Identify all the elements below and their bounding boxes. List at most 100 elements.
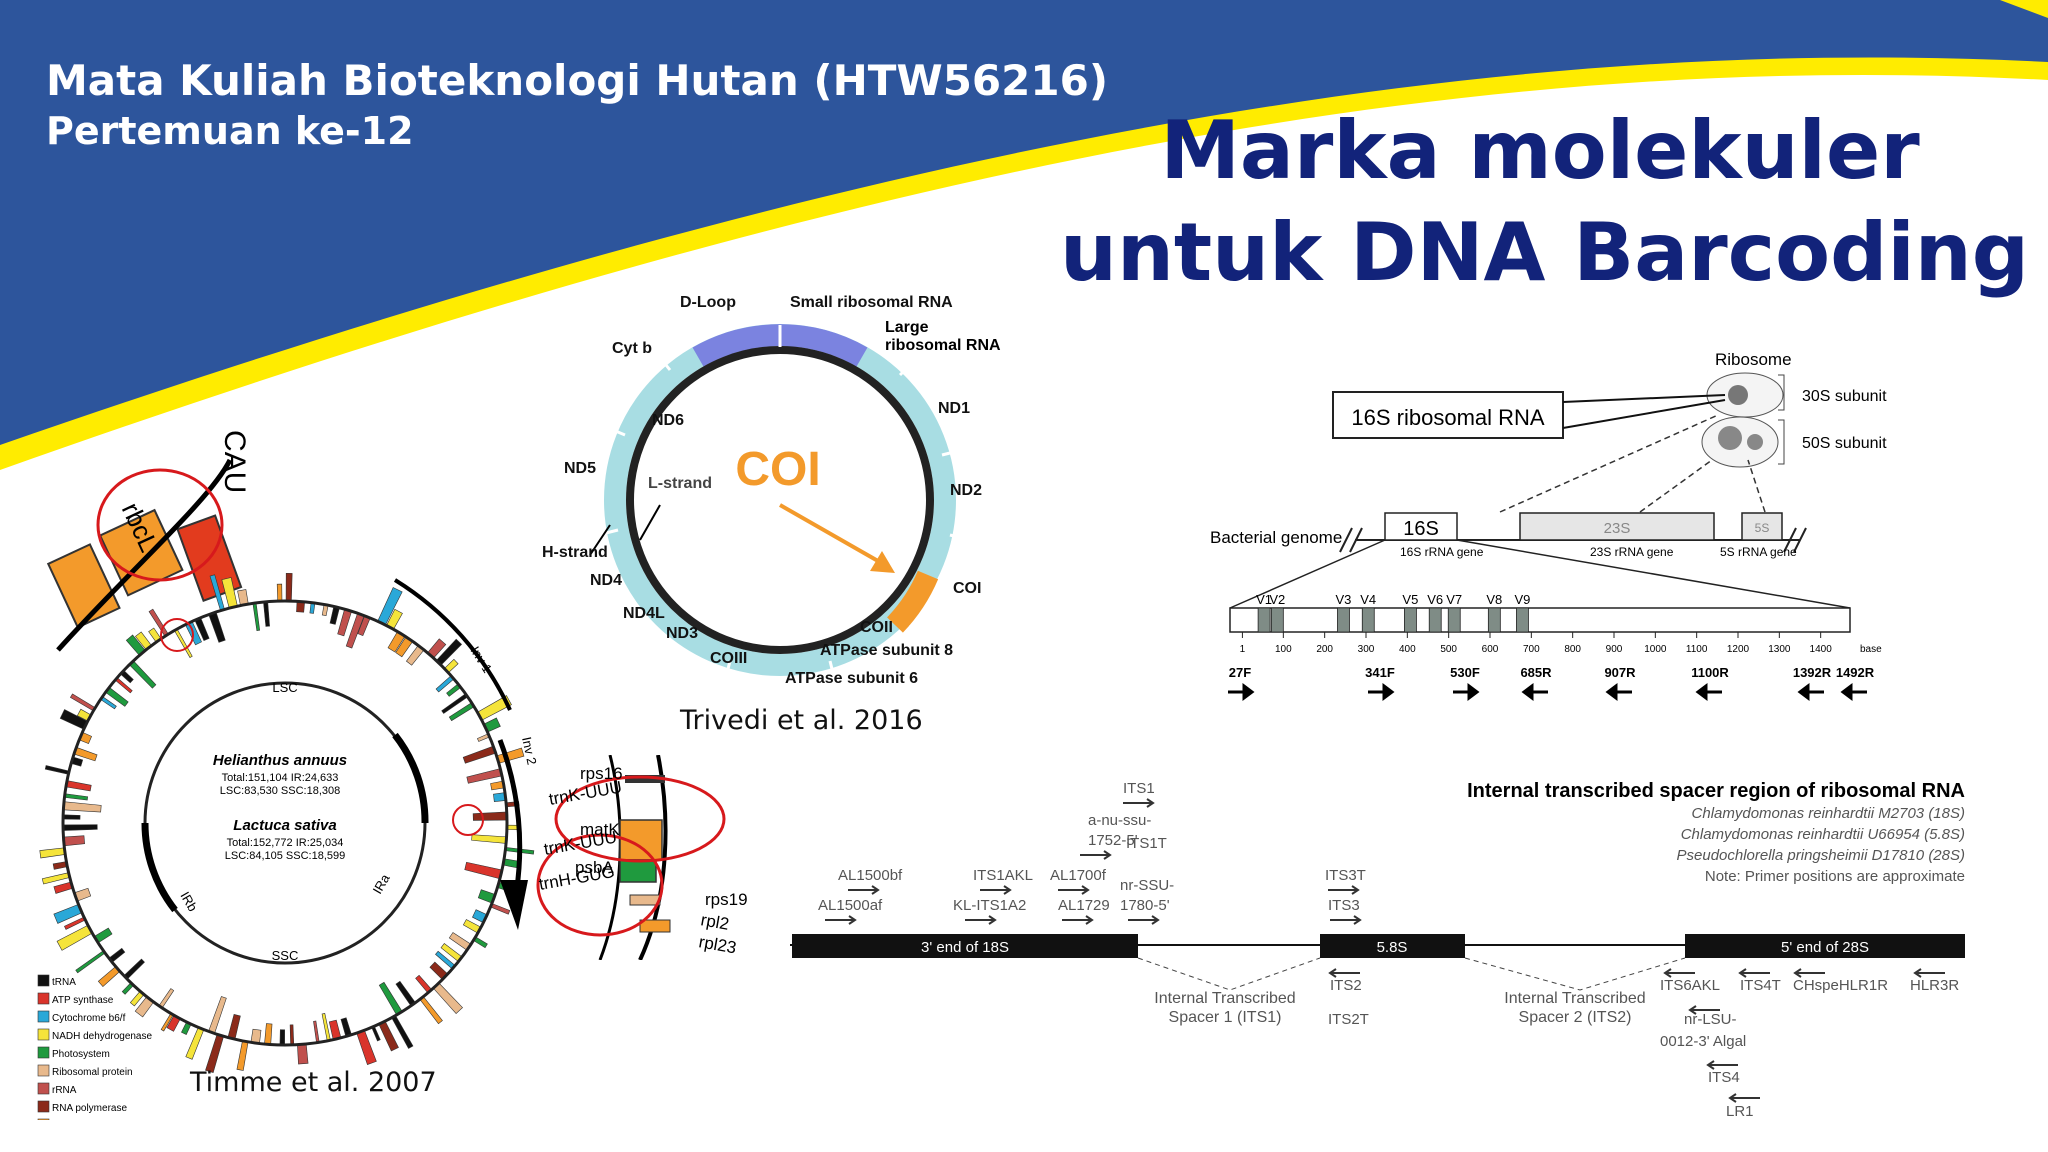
its-reverse-primer-label: ITS4 (1708, 1069, 1740, 1086)
its2-label-b: Spacer 2 (ITS2) (1519, 1009, 1632, 1026)
gene-block (41, 872, 71, 885)
region-irb: IRb (177, 889, 200, 914)
16s-ribosomal-rna-box (1332, 391, 1564, 439)
scale-label: 1000 (1644, 644, 1667, 655)
variable-region-block (1404, 607, 1417, 633)
primer-arrow (1328, 968, 1360, 978)
inv1-label: Inv 1 (467, 644, 495, 676)
gene-block (208, 611, 226, 643)
region-ira: IRa (370, 871, 393, 897)
primer-arrow (1128, 915, 1160, 925)
primer-arrow (1605, 683, 1632, 701)
gene-block (264, 1023, 273, 1045)
30s-subunit-label: 30S subunit (1802, 388, 1887, 405)
legend-label: Ribosomal protein (52, 1067, 133, 1078)
its-reverse-primer-label: nr-LSU- (1684, 1011, 1737, 1028)
gene-block (378, 1020, 399, 1052)
gene-block (297, 1043, 309, 1065)
mito-gene-label: ND6 (652, 412, 684, 429)
its-reverse-primer-label: ITS2 (1330, 977, 1362, 994)
primer-arrow (1688, 1005, 1720, 1015)
zoom-gene-label: psbA (575, 858, 614, 877)
helianthus-stats-2: LSC:83,530 SSC:18,308 (220, 785, 340, 797)
primer-label: 530F (1450, 665, 1480, 680)
scale-label: 700 (1523, 644, 1540, 655)
segment-28s-label: 5' end of 28S (1781, 939, 1869, 956)
variable-region-block (1428, 607, 1442, 633)
ribosome-label: Ribosome (1715, 350, 1792, 369)
variable-region-block (1361, 607, 1375, 633)
primer-arrow (1058, 885, 1090, 895)
gene-block (472, 811, 508, 821)
its-ref-4: Note: Primer positions are approximate (1705, 868, 1965, 885)
its1-label-a: Internal Transcribed (1154, 990, 1295, 1007)
primer-arrow (1840, 683, 1867, 701)
legend-swatch (37, 1082, 50, 1095)
chloroplast-outer-ring (61, 599, 509, 1047)
mito-gene-label: Small ribosomal RNA (790, 294, 953, 311)
its-forward-primer-label: ITS1 (1123, 780, 1155, 797)
page-title: Marka molekuler untuk DNA Barcoding (1060, 100, 2029, 304)
gene-block (313, 1020, 320, 1044)
legend-label: NADH dehydrogenase (52, 1031, 152, 1042)
16s-box-label: 16S ribosomal RNA (1351, 405, 1545, 430)
gene-block (128, 660, 157, 689)
cau-label: CAU (218, 430, 251, 493)
mito-gene-label: ND4L (623, 605, 665, 622)
segment-18s (792, 934, 1138, 958)
legend-swatch (37, 1010, 50, 1023)
variable-region-label: V3 (1335, 592, 1351, 607)
species-lactuca: Lactuca sativa (233, 817, 336, 834)
banner-blue (0, 0, 2048, 445)
segment-5-8s (1320, 934, 1465, 958)
primer-label: 27F (1229, 665, 1251, 680)
scale-label: 1 (1240, 644, 1246, 655)
legend-swatch (37, 1118, 50, 1120)
primer-arrow (1062, 915, 1094, 925)
legend-swatch (37, 974, 50, 987)
gene-block (471, 834, 507, 844)
its-forward-primer-label: ITS1T (1126, 835, 1167, 852)
genome-23s: 23S (1604, 520, 1631, 537)
its-reverse-primer-label: ITS6AKL (1660, 977, 1720, 994)
primer-arrow (1453, 683, 1480, 701)
variable-region-block (1516, 607, 1529, 633)
its-forward-primer-label: nr-SSU- (1120, 877, 1174, 894)
gene-block (75, 950, 106, 974)
zoom-gene-label: rps19 (705, 890, 748, 909)
primer-arrow (825, 915, 857, 925)
its-reverse-primer-label: ITS2T (1328, 1011, 1369, 1028)
variable-region-label: V4 (1360, 592, 1376, 607)
primer-label: 341F (1365, 665, 1395, 680)
mito-gene-label: Cyt b (612, 340, 652, 357)
its1-label-b: Spacer 1 (ITS1) (1169, 1009, 1282, 1026)
its-region-diagram: Internal transcribed spacer region of ri… (790, 780, 1965, 1120)
mito-gene-label: ND4 (590, 572, 622, 589)
genome-16s: 16S (1403, 518, 1439, 540)
gene-block (62, 824, 98, 831)
mito-gene-label: L-strand (648, 475, 712, 492)
variable-region-label: V7 (1446, 592, 1462, 607)
primer-label: 1100R (1691, 665, 1729, 680)
mito-gene-label: ND5 (564, 460, 596, 477)
primer-arrow (1521, 683, 1548, 701)
its-forward-primer-label: 1780-5' (1120, 897, 1170, 914)
mito-inner-ring (626, 346, 934, 654)
variable-region-label: V1 (1256, 592, 1272, 607)
title-line-1: Marka molekuler (1160, 104, 1920, 197)
gene-block (44, 765, 70, 775)
mito-gene-label: D-Loop (680, 294, 736, 311)
gene-block (63, 835, 85, 847)
variable-region-label: V2 (1269, 592, 1285, 607)
gene-block (279, 1029, 285, 1046)
its-ref-1: Chlamydomonas reinhardtii M2703 (18S) (1692, 805, 1965, 822)
23s-gene-label: 23S rRNA gene (1590, 545, 1674, 559)
inv1-arc (393, 578, 512, 711)
gene-block (466, 768, 503, 784)
primer-arrow (1330, 915, 1362, 925)
scale-label: 400 (1399, 644, 1416, 655)
16s-rrna-diagram: Ribosome 30S subunit 50S subunit 16S rib… (1210, 350, 1887, 701)
